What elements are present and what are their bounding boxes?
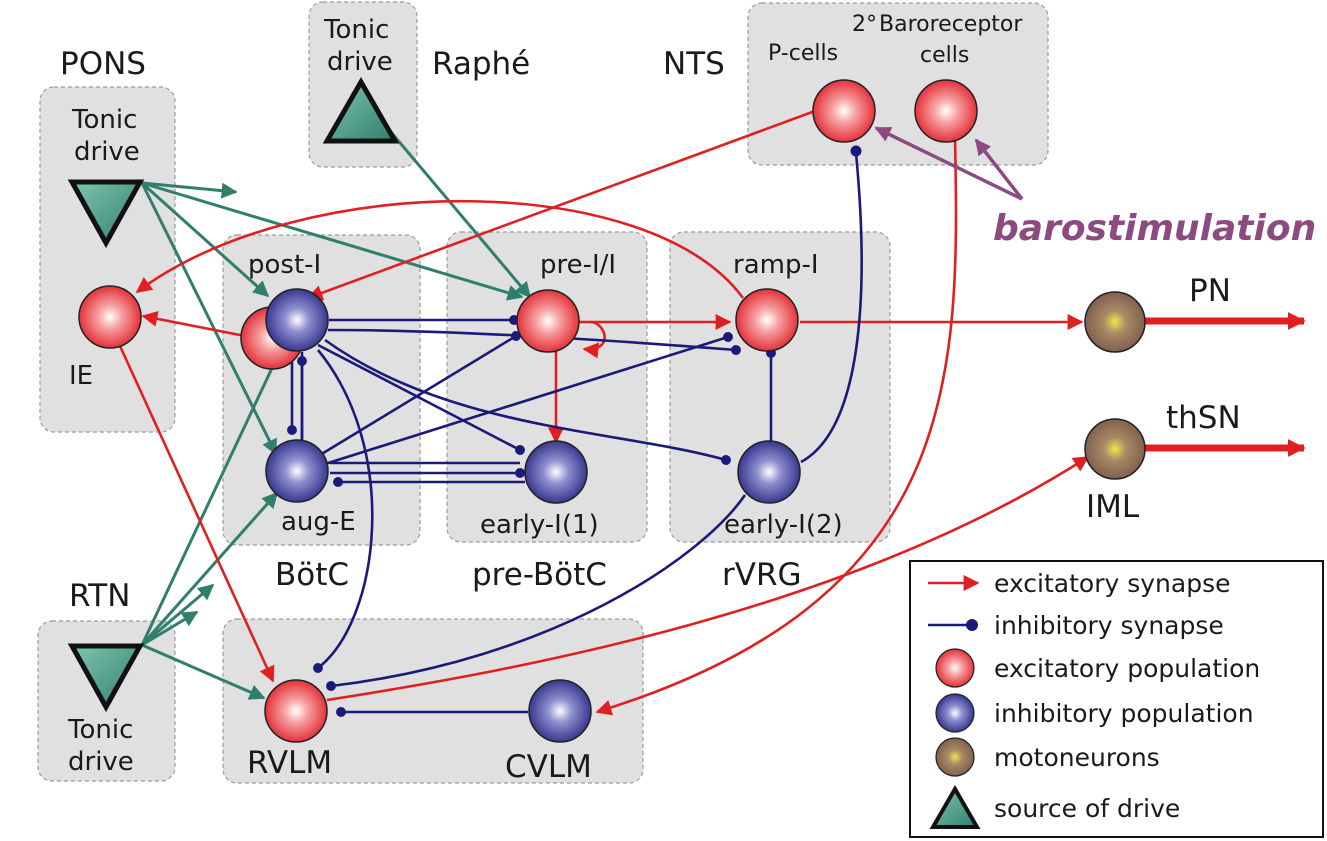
post-i-to-rvlm (313, 349, 374, 673)
aug-e-to-pre-i (319, 331, 521, 457)
early-i2-to-rvlm (326, 494, 747, 691)
inhibitory-connections (287, 152, 863, 717)
nts-label: NTS (663, 46, 725, 82)
barostimulation-label: barostimulation (993, 208, 1316, 249)
ramp-i-label: ramp-I (733, 250, 819, 280)
baro-cells-superscript: 2° (852, 12, 877, 37)
rtn-drive-to-rvlm (141, 643, 266, 700)
excitatory-connections (118, 109, 1306, 716)
rtn-drive-to-post-i (140, 347, 283, 646)
legend: excitatory synapse inhibitory synapse ex… (909, 560, 1324, 838)
botc-label: BötC (275, 557, 349, 593)
pcells-label: P-cells (768, 41, 838, 66)
post-i-neuron (265, 288, 329, 352)
pre-botc-label: pre-BötC (472, 557, 607, 593)
post-i-label: post-I (248, 250, 321, 280)
drive-connections (140, 124, 532, 700)
aug-e-label: aug-E (281, 507, 356, 537)
populations (78, 79, 1146, 743)
pons-label: PONS (60, 46, 146, 82)
early-i1-neuron (524, 440, 588, 504)
ie-neuron (78, 285, 142, 349)
ramp-i-neuron (735, 288, 799, 352)
aug-e-to-ramp-i (324, 332, 733, 466)
ie-to-rvlm (118, 345, 275, 683)
raphe-drive-triangle-icon (322, 76, 400, 144)
rtn-tonic-label-1: Tonic (67, 715, 133, 745)
pre-i-self (582, 320, 606, 359)
labels: PONS Tonic drive Tonic drive Raphé NTS P… (60, 12, 1241, 785)
baro-cells-neuron (914, 79, 978, 143)
legend-inhibitory-synapse: inhibitory synapse (994, 611, 1224, 640)
post-i-to-early-i1 (317, 343, 525, 455)
pn-motoneuron (1084, 291, 1146, 353)
legend-inhibitory-terminal-icon (966, 619, 978, 631)
rtn-drive-to-aug-e (140, 491, 279, 646)
pcells-to-post-i (306, 109, 816, 301)
rvlm-to-iml (326, 455, 1090, 702)
rvlm-label: RVLM (247, 745, 332, 781)
pons-drive-to-pre-i (141, 181, 524, 301)
iml-label: IML (1086, 489, 1140, 525)
rtn-drive-triangle-icon (67, 643, 145, 713)
rtn-drive-out-2 (141, 610, 199, 647)
baro-cells-label-2: cells (920, 43, 969, 68)
pons-drive-to-out (141, 181, 238, 199)
rvlm-neuron (264, 679, 328, 743)
pons-tonic-label-1: Tonic (71, 105, 137, 135)
legend-motoneurons: motoneurons (994, 743, 1160, 772)
cvlm-label: CVLM (505, 749, 592, 785)
pn-label: PN (1189, 273, 1231, 309)
raphe-tonic-label-2: drive (327, 47, 393, 77)
pcells-inh-terminal (850, 145, 862, 157)
ramp-i-to-ie (135, 199, 745, 299)
pre-i-label: pre-I/I (540, 250, 616, 280)
legend-source-of-drive: source of drive (994, 794, 1180, 823)
raphe-label: Raphé (432, 46, 530, 82)
pons-tonic-label-2: drive (74, 137, 140, 167)
rtn-drive-out-1 (141, 583, 215, 647)
post-i-to-ie (141, 310, 246, 338)
raphe-tonic-label-1: Tonic (323, 15, 389, 45)
pre-botc-region (446, 231, 648, 543)
legend-excitatory-synapse: excitatory synapse (994, 569, 1231, 598)
pcells-neuron (812, 79, 876, 143)
iml-motoneuron (1084, 418, 1146, 480)
legend-source-of-drive-icon (929, 785, 981, 829)
baro-cells-to-cvlm (595, 137, 958, 716)
legend-inhibitory-population: inhibitory population (994, 699, 1254, 728)
barostimulation-arrows (874, 126, 1024, 201)
early-i2-label: early-I(2) (724, 510, 843, 540)
post-i-to-ramp-i (324, 338, 731, 465)
pons-drive-triangle-icon (67, 179, 145, 249)
legend-box (909, 560, 1324, 838)
ie-label: IE (69, 361, 93, 391)
aug-e-neuron (265, 439, 329, 503)
legend-excitatory-population: excitatory population (994, 654, 1260, 683)
pons-region (39, 86, 176, 433)
rvrg-label: rVRG (722, 557, 802, 593)
drive-sources (67, 76, 400, 713)
pre-i-neuron (516, 289, 580, 353)
baro-cells-label-1: Baroreceptor (879, 12, 1023, 37)
cvlm-neuron (528, 679, 592, 743)
legend-motoneurons-icon (935, 737, 975, 777)
pcells-to-early-i2 (800, 152, 863, 464)
early-i1-label: early-I(1) (480, 510, 599, 540)
pons-drive-to-post-i (140, 181, 270, 298)
rtn-label: RTN (69, 578, 130, 614)
legend-excitatory-population-icon (935, 648, 975, 688)
thsn-label: thSN (1166, 400, 1241, 436)
raphe-drive-to-pre-i (383, 124, 532, 299)
legend-inhibitory-population-icon (935, 693, 975, 733)
rtn-tonic-label-2: drive (68, 747, 134, 777)
early-i2-neuron (737, 440, 801, 504)
